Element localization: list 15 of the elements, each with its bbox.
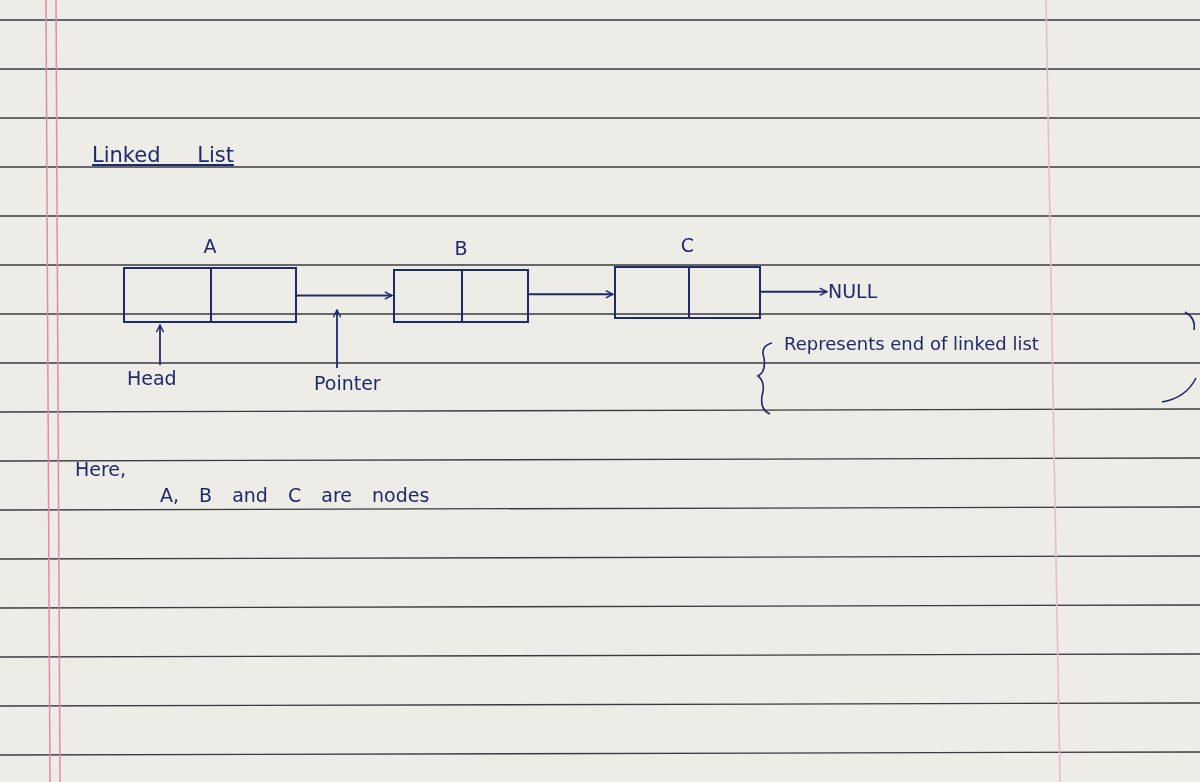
node-label: C [679,234,696,256]
note-text: Represents end of linked list [784,332,1040,356]
node-label: B [453,237,469,259]
note-text: Here, [75,458,127,480]
null-label: NULL [828,280,878,302]
leader-line [332,309,342,369]
node-label: Pointer [314,372,381,394]
arrow [155,324,165,366]
node-label: A [202,235,218,257]
note-text: A, B and C are nodes [160,484,430,506]
arrow [760,287,828,297]
arrow [296,291,393,300]
node-label: Head [127,367,177,389]
title: Linked List [92,143,234,167]
arrow [528,289,614,299]
